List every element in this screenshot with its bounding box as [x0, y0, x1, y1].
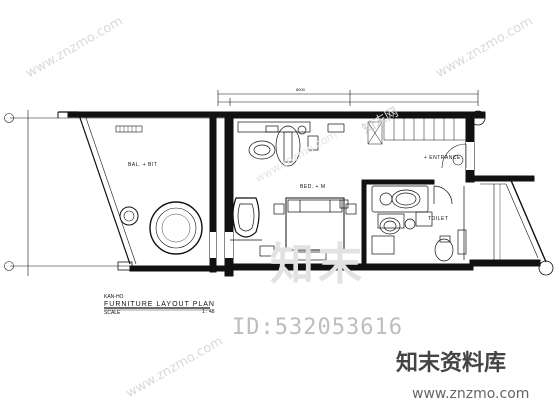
openings	[210, 142, 474, 258]
room-label-entrance: + ENTRANCE	[424, 155, 461, 161]
bathroom-fixtures	[371, 185, 467, 262]
watermark-main: 知末	[270, 239, 366, 290]
drawing-scale-label: SCALE	[104, 310, 121, 316]
drawing-title: FURNITURE LAYOUT PLAN	[104, 301, 215, 308]
balcony-furniture	[115, 125, 203, 255]
hatched-column	[367, 117, 467, 145]
bedroom-furniture	[230, 121, 357, 261]
balcony-area	[57, 111, 137, 271]
right-closet	[470, 110, 554, 276]
room-label-balcony: BAL. + BIT	[128, 162, 158, 168]
watermark-id: ID:532053616	[232, 315, 403, 340]
drawing-subtitle: KAN-HO	[104, 294, 124, 300]
title-underline	[104, 307, 210, 311]
watermark-url: www.znzmo.com	[412, 386, 530, 402]
drawing-scale-value: 1 : 48	[202, 309, 215, 315]
entrance-door	[441, 143, 467, 169]
dimension-text: 8000	[296, 87, 305, 92]
room-label-toilet: TOILET	[428, 216, 449, 222]
room-label-bedroom: BED. + M	[300, 184, 326, 190]
top-dimension-lines	[217, 90, 479, 106]
watermark-brand: 知末资料库	[396, 351, 507, 376]
left-grid-lines	[4, 110, 230, 276]
